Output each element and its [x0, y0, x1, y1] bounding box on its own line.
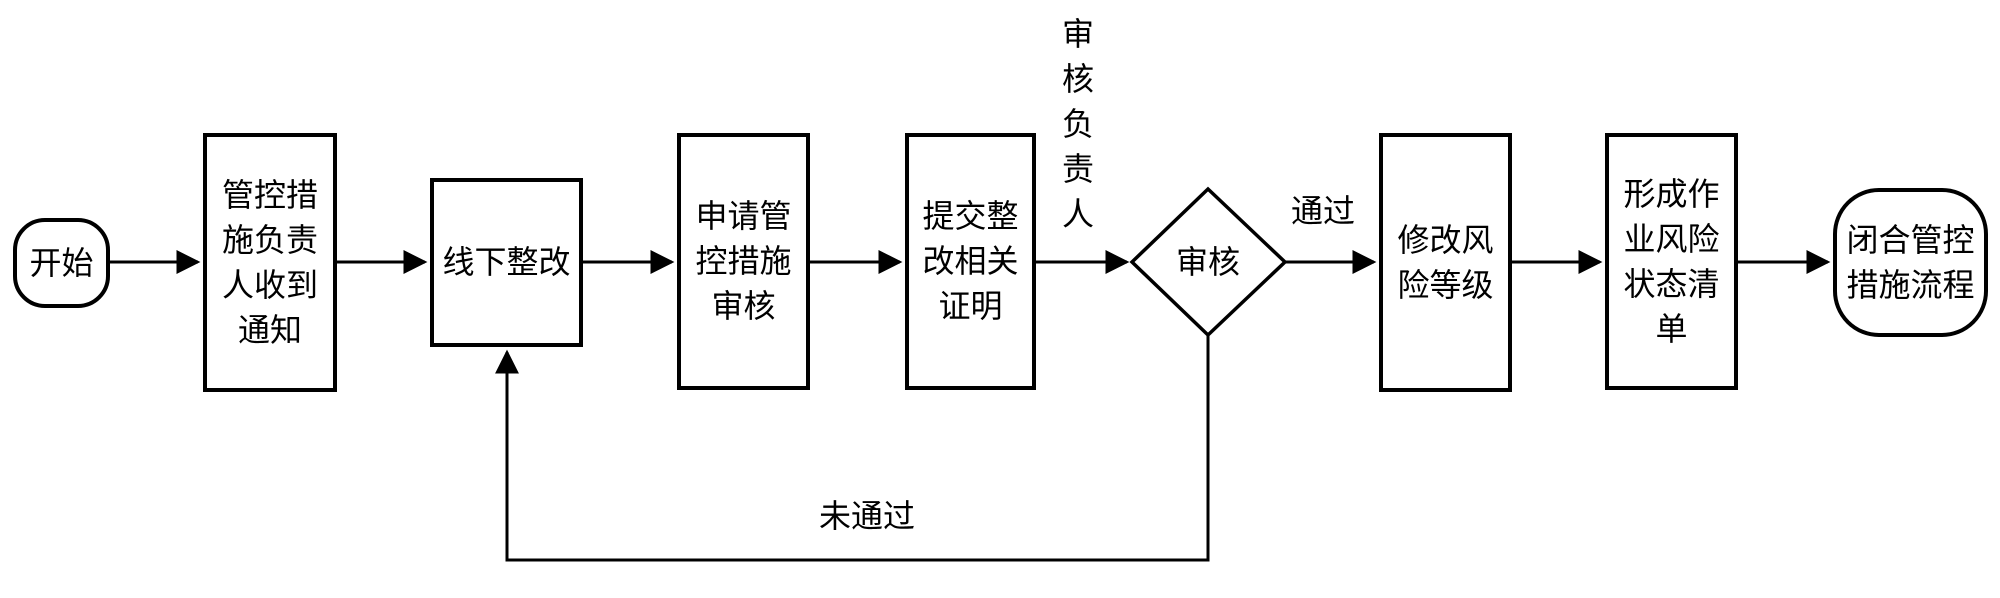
- process-node-receive-notice: 管控措 施负责 人收到 通知: [203, 133, 337, 392]
- process-node-apply-review: 申请管 控措施 审核: [677, 133, 810, 390]
- start-node: 开始: [13, 218, 110, 308]
- end-node: 闭合管控 措施流程: [1833, 188, 1988, 337]
- decision-node-review-label: 审核: [1175, 244, 1240, 280]
- decision-diamond-shape: [1129, 186, 1288, 338]
- process-node-risk-status-list: 形成作 业风险 状态清 单: [1605, 133, 1738, 390]
- edge-label-reviewer-role: 审 核 负 责 人: [1052, 12, 1104, 237]
- process-node-offline-rectification: 线下整改: [430, 178, 583, 347]
- process-node-modify-risk-level: 修改风 险等级: [1379, 133, 1512, 392]
- edge-label-pass: 通过: [1283, 189, 1363, 234]
- edge-label-fail: 未通过: [807, 494, 927, 539]
- edge-review-fail-to-rectify: [495, 335, 1210, 562]
- process-node-submit-proof: 提交整 改相关 证明: [905, 133, 1036, 390]
